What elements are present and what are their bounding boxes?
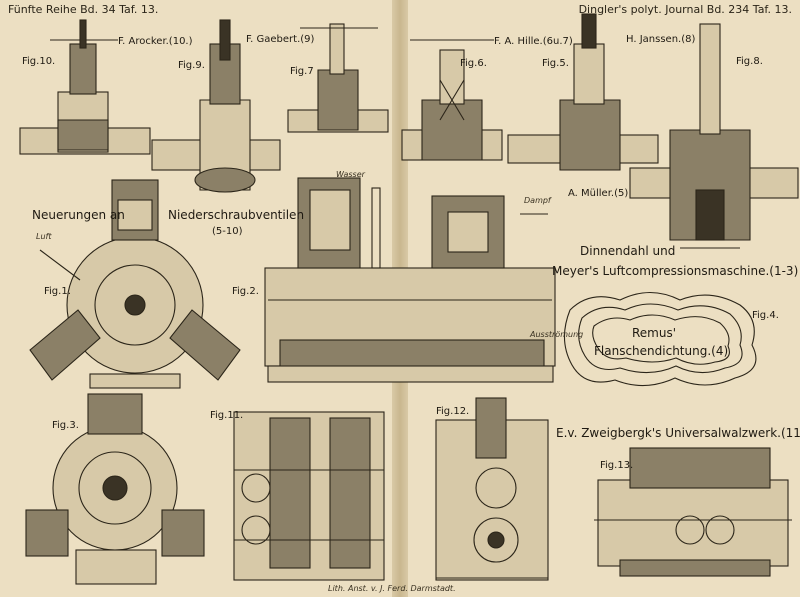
fig2-machine-drawing (264, 177, 556, 383)
plate-header-left: Fünfte Reihe Bd. 34 Taf. 13. (8, 3, 159, 16)
annotation-dampf: Dampf (524, 196, 551, 205)
fig9-valve-drawing (151, 19, 281, 193)
fig4-gasket-drawing (563, 292, 757, 387)
fig8-valve-drawing (629, 23, 799, 249)
title-remus: Remus' (632, 326, 677, 340)
title-zweigbergk: E.v. Zweigbergk's Universalwalzwerk.(11-… (556, 426, 800, 440)
title-niederschraub-range: (5-10) (212, 226, 243, 237)
fig1-compressor-drawing (29, 179, 241, 389)
fig7-valve-drawing (287, 23, 389, 133)
fig4-label: Fig.4. (752, 310, 779, 321)
title-flanschendichtung: Flanschendichtung.(4) (594, 344, 729, 358)
fig9-label: Fig.9. (178, 60, 205, 71)
annotation-luft: Luft (36, 232, 52, 241)
fig5-valve-drawing (507, 13, 659, 171)
fig13-rolling-mill-drawing (594, 447, 792, 577)
fig6-valve-drawing (401, 39, 503, 161)
plate-imprint: Lith. Anst. v. J. Ferd. Darmstadt. (328, 584, 456, 593)
fig10-label: Fig.10. (22, 56, 56, 67)
fig3-compressor-drawing (25, 393, 205, 585)
fig8-label: Fig.8. (736, 56, 763, 67)
fig10-valve-drawing (19, 19, 151, 155)
fig6-label: Fig.6. (460, 58, 487, 69)
name-hille: F. A. Hille.(6u.7) (494, 36, 573, 47)
fig1-label: Fig.1. (44, 286, 71, 297)
fig7-label: Fig.7 (290, 66, 314, 77)
fig11-rolling-mill-drawing (233, 411, 385, 581)
annotation-wasser: Wasser (336, 170, 365, 179)
title-niederschraubventilen: Niederschraubventilen (168, 208, 305, 222)
fig11-label: Fig.11. (210, 410, 244, 421)
annotation-ausstroemung: Ausströmung (530, 330, 584, 339)
title-dinnendahl: Dinnendahl und (580, 244, 676, 258)
fig2-label: Fig.2. (232, 286, 259, 297)
name-gaebert: F. Gaebert.(9) (246, 34, 315, 45)
name-mueller: A. Müller.(5) (568, 188, 629, 199)
fig13-label: Fig.13. (600, 460, 634, 471)
title-meyer: Meyer's Luftcompressionsmaschine.(1-3) (552, 264, 799, 278)
name-janssen: H. Janssen.(8) (626, 34, 696, 45)
fig3-label: Fig.3. (52, 420, 79, 431)
title-neuerungen: Neuerungen an (32, 208, 125, 222)
fig12-rolling-mill-drawing (435, 397, 549, 581)
fig5-label: Fig.5. (542, 58, 569, 69)
fig12-label: Fig.12. (436, 406, 470, 417)
plate-header-right: Dingler's polyt. Journal Bd. 234 Taf. 13… (578, 3, 792, 16)
name-arocker: F. Arocker.(10.) (118, 36, 193, 47)
